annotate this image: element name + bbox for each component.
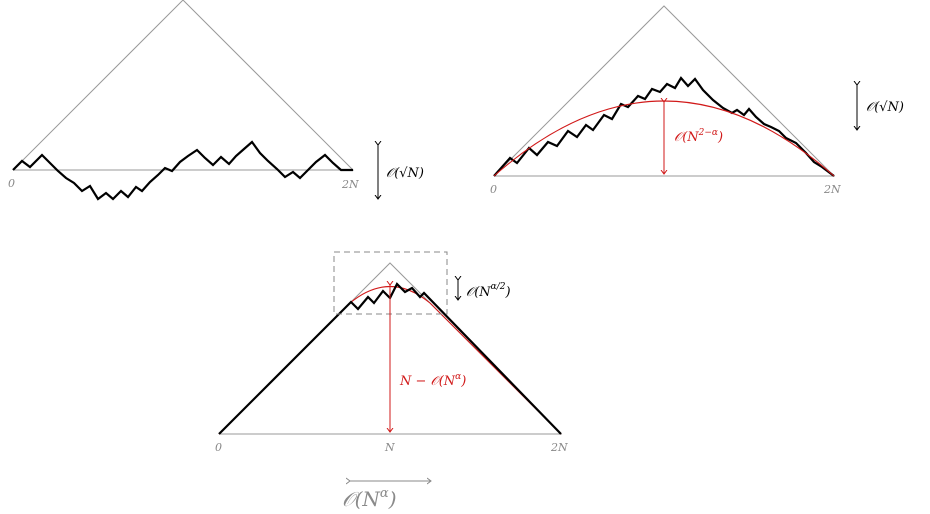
fig1-random-walk <box>12 140 353 201</box>
fig2-scale-label: 𝒪(√N) <box>866 100 904 115</box>
figure-1-unconstrained: 0 2N 𝒪(√N) <box>8 0 424 201</box>
fig2-label-zero: 0 <box>490 183 497 196</box>
fig1-label-two-n: 2N <box>341 178 359 191</box>
fig2-label-two-n: 2N <box>823 183 841 196</box>
fig1-triangle <box>12 0 355 171</box>
fig3-label-n: N <box>384 441 395 454</box>
fig3-red-label: N − 𝒪(Nα) <box>399 372 466 389</box>
figure-3-strong-pinning: N − 𝒪(Nα) 𝒪(Nα/2) 0 N 2N 𝒪(Nα) <box>215 251 568 511</box>
fig3-width-label: 𝒪(Nα) <box>342 486 397 511</box>
figure-2-pinned-walk: 𝒪(N2−α) 0 2N 𝒪(√N) <box>490 5 904 196</box>
fig2-random-walk <box>493 76 835 177</box>
fig3-label-zero: 0 <box>215 441 222 454</box>
fig2-red-label: 𝒪(N2−α) <box>674 128 723 145</box>
fig1-label-zero: 0 <box>8 177 15 190</box>
fig2-triangle <box>493 5 836 177</box>
fig3-label-two-n: 2N <box>550 441 568 454</box>
fig3-box-scale-label: 𝒪(Nα/2) <box>466 282 511 300</box>
fig1-scale-label: 𝒪(√N) <box>386 166 424 181</box>
